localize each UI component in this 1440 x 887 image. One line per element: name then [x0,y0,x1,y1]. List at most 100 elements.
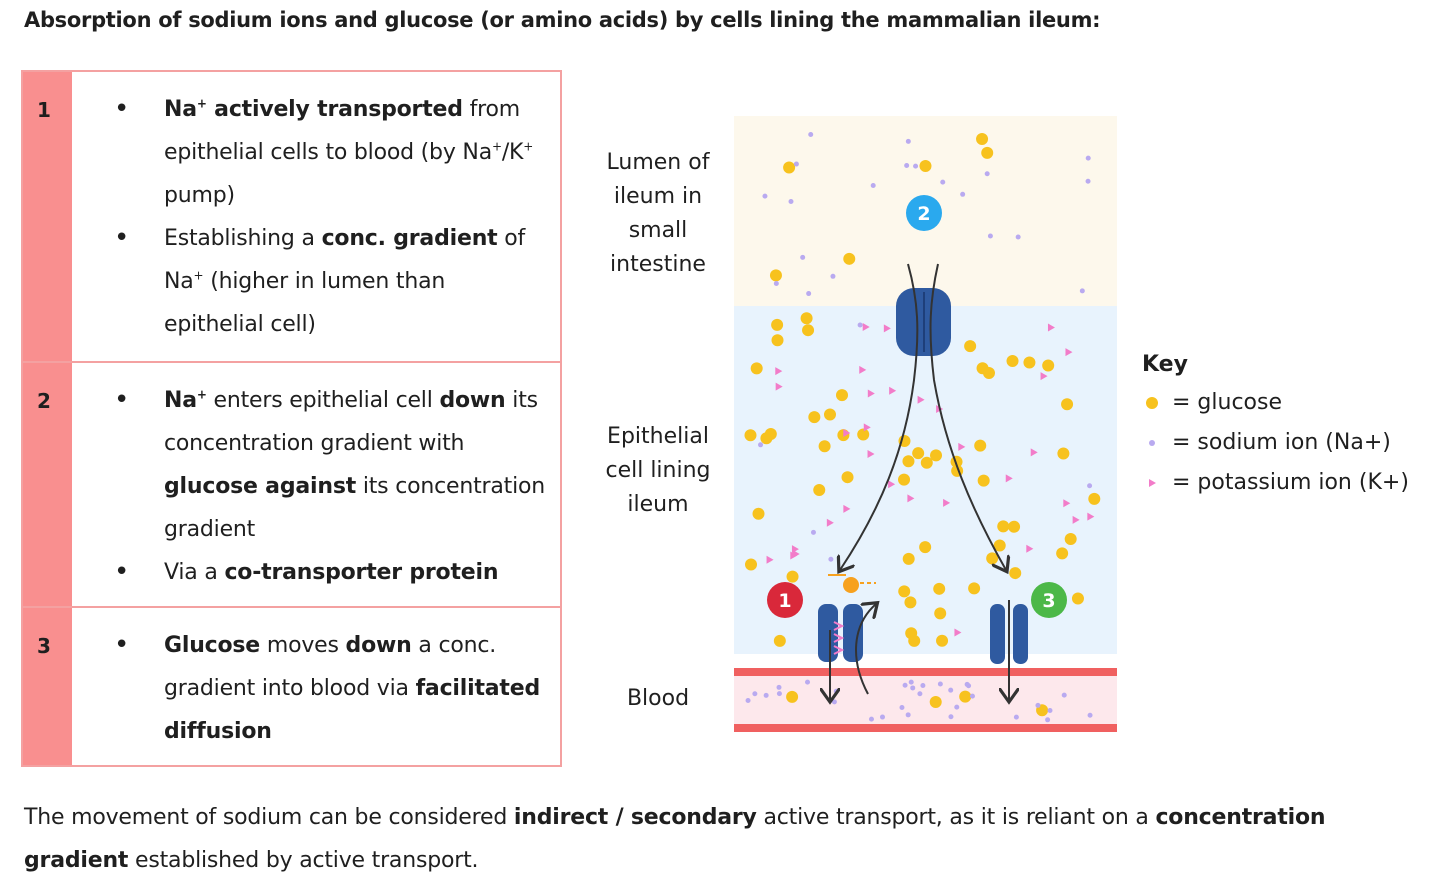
sodium-ion [954,704,960,710]
potassium-ion [889,386,897,395]
lumen-label: Lumen of ileum in small intestine [606,150,710,277]
glucose-molecule [1009,567,1022,580]
sodium-ion [987,233,993,239]
glucose-molecule [898,585,911,598]
potassium-triangle-icon [1149,479,1156,487]
sodium-ion [806,291,812,297]
glucose-dot-icon [1146,397,1158,409]
blood-vessel-wall [734,724,1117,732]
glucose-molecule [919,159,932,172]
glucose-molecule [993,539,1006,552]
step-bullet: Establishing a conc. gradient of Na+ (hi… [114,217,550,346]
glucose-molecule [808,411,821,424]
sodium-ion [879,714,885,720]
potassium-ion [1087,512,1095,521]
footer-note: The movement of sodium can be considered… [24,805,1326,873]
sodium-ion [899,704,905,710]
glucose-channel-protein [990,600,1028,700]
glucose-molecule [1071,592,1084,605]
glucose-molecule [902,552,915,565]
sodium-ion [969,693,975,699]
glucose-molecule [982,366,995,379]
potassium-ion [883,324,891,333]
glucose-molecule [933,582,946,595]
glucose-molecule [800,312,813,325]
sodium-ion [831,699,837,705]
legend-item-potassium: = potassium ion (K+) [1142,463,1409,503]
glucose-molecule [964,340,977,353]
potassium-ion [843,428,851,437]
marker-1: 1 [767,582,803,618]
potassium-ion [943,498,951,507]
sodium-ion [908,679,914,685]
potassium-ion [766,555,774,564]
potassium-ion [843,504,851,513]
glucose-molecule [929,696,942,709]
glucose-molecule [936,634,949,647]
co-transporter-protein [896,288,951,356]
step-row-2: 2 Na+ enters epithelial cell down its co… [23,363,560,608]
potassium-ion [775,367,783,376]
sodium-ion [833,688,839,694]
glucose-molecule [1006,354,1019,367]
blood-region [734,676,1117,728]
glucose-molecule [818,440,831,453]
sodium-ion [763,692,769,698]
glucose-molecule [908,634,921,647]
sodium-arrow [840,263,919,570]
glucose-molecule [745,558,758,571]
potassium-ion [862,322,870,331]
sodium-ion [913,163,919,169]
sodium-ion [776,684,782,690]
potassium-ion [954,628,962,637]
sodium-ion [1013,714,1019,720]
sodium-ion [857,322,863,328]
glucose-molecule [841,471,854,484]
glucose-molecule [934,607,947,620]
sodium-ion [1087,483,1093,489]
glucose-molecule [1088,492,1101,505]
sodium-ion [773,280,779,286]
sodium-ion [902,682,908,688]
potassium-ion [1047,323,1055,332]
step-bullets: Na+ actively transported from epithelial… [72,72,560,346]
sodium-ion [805,679,811,685]
potassium-ion [917,395,925,404]
glucose-molecule [744,429,757,442]
glucose-molecule [919,541,932,554]
sodium-dot-icon [1149,440,1155,446]
legend-title: Key [1142,352,1188,377]
sodium-ion [810,529,816,535]
marker-1-label: 1 [778,590,791,612]
sodium-ion [1047,708,1053,714]
potassium-ion [867,389,875,398]
sodium-ion [1045,717,1051,723]
page-title: Absorption of sodium ions and glucose (o… [24,8,1101,32]
potassium-ion [826,518,834,527]
potassium-ion [1065,348,1073,357]
glucose-molecule [857,428,870,441]
sodium-ion [808,132,814,138]
blood-label: Blood [626,686,690,711]
sodium-ion [745,698,751,704]
glucose-molecule [902,455,915,468]
glucose-arrow [929,263,1006,570]
sodium-ion [905,138,911,144]
sodium-ion [1085,178,1091,184]
sodium-ion [920,683,926,689]
potassium-ion [1040,372,1048,381]
glucose-molecule [802,324,815,337]
glucose-molecule [771,334,784,347]
glucose-molecule [823,408,836,421]
glucose-molecule [1061,398,1074,411]
legend-item-sodium: = sodium ion (Na+) [1142,423,1409,463]
sodium-ion [984,171,990,177]
epithelial-label: Epithelial cell lining ileum [605,424,711,517]
sodium-ion [948,687,954,693]
sodium-ion [868,716,874,722]
sodium-potassium-pump [818,574,876,700]
step-bullet: Na+ actively transported from epithelial… [114,88,550,217]
potassium-ion [1072,515,1080,524]
glucose-molecule [959,690,972,703]
